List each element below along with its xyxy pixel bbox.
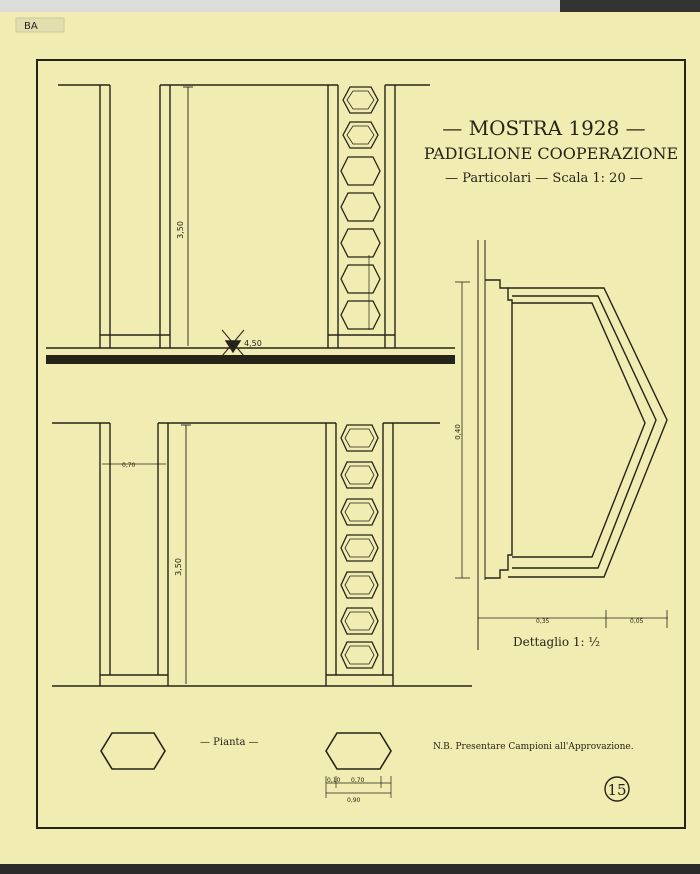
- floor-band: [46, 347, 455, 364]
- scan-edge-bottom: [0, 864, 700, 874]
- plan-total-width-label: 0,90: [347, 797, 361, 804]
- detail-width-label: 0,35: [536, 618, 550, 625]
- lower-height-label: 3,50: [174, 558, 183, 576]
- sheet-number: 15: [607, 781, 626, 799]
- scan-edge-top: [0, 0, 700, 12]
- elevation-gap-width-label: 0,70: [122, 462, 136, 469]
- upper-hexagon-column: [340, 86, 381, 330]
- archive-stamp: [15, 17, 65, 33]
- sheet-number-circle: [604, 776, 630, 802]
- scale-line: — Particolari — Scala 1: 20 —: [445, 171, 643, 186]
- archive-stamp-text: BA: [24, 21, 38, 32]
- lower-hexagon-column: [340, 424, 379, 669]
- upper-height-label: 3,50: [176, 221, 185, 239]
- lower-elevation: [52, 422, 472, 687]
- scan-edge-dark: [560, 0, 700, 12]
- detail-section: [455, 240, 668, 650]
- plan-label: — Pianta —: [200, 737, 259, 748]
- sheet-subtitle: PADIGLIONE COOPERAZIONE: [424, 144, 678, 163]
- plan-post-width-label: 0,10: [327, 777, 341, 784]
- upper-elevation: [58, 84, 430, 357]
- plan-view-right: [325, 732, 392, 798]
- plan-view-left: [100, 732, 166, 770]
- detail-depth-label: 0,05: [630, 618, 644, 625]
- plan-gap-width-label: 0,70: [351, 777, 365, 784]
- sheet-title: — MOSTRA 1928 —: [442, 116, 645, 140]
- detail-label: Dettaglio 1: ½: [513, 635, 600, 649]
- drawing-frame: [36, 59, 686, 829]
- approval-note: N.B. Presentare Campioni all'Approvazion…: [433, 742, 634, 752]
- detail-height-label: 0,40: [454, 424, 462, 440]
- level-mark-label: 4,50: [244, 339, 262, 348]
